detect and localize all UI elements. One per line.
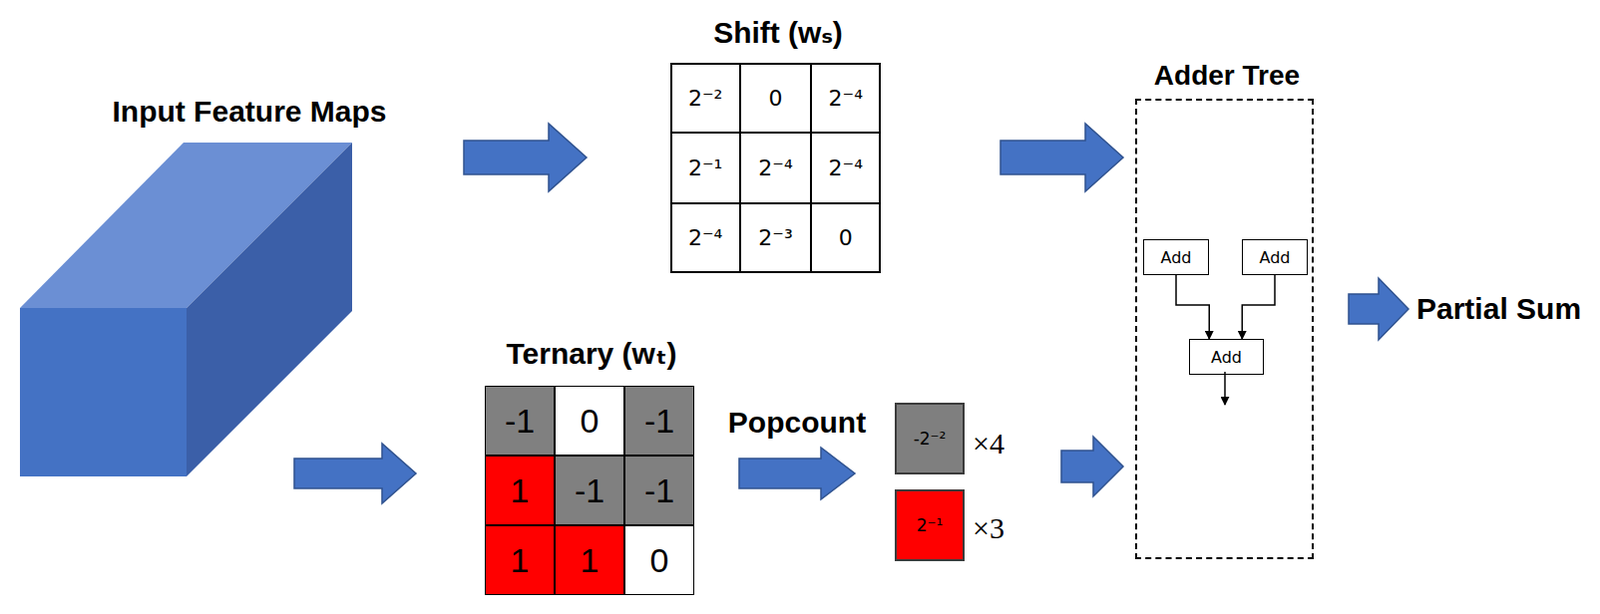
block-arrow xyxy=(463,123,587,192)
elbow-connector xyxy=(1241,275,1275,340)
shift-cell: 2⁻³ xyxy=(740,203,810,274)
shift-cell: 2⁻⁴ xyxy=(670,203,741,274)
adder-box: Add xyxy=(1143,239,1209,276)
shift-cell: 0 xyxy=(810,203,881,274)
elbow-connector xyxy=(1176,275,1209,340)
shift-cell: 0 xyxy=(740,62,810,133)
count-multiplier: ×3 xyxy=(972,508,1043,549)
block-arrow xyxy=(1061,436,1124,497)
output-block-arrow xyxy=(1348,278,1409,341)
popcount-negative-box: -2⁻² xyxy=(894,402,965,475)
block-arrow xyxy=(1000,123,1124,192)
cube-face xyxy=(19,308,187,477)
ternary-cell: -1 xyxy=(554,455,625,526)
ternary-cell: -1 xyxy=(484,386,555,456)
block-arrow xyxy=(294,443,416,504)
shift-cell: 2⁻¹ xyxy=(670,132,741,203)
shift-cell: 2⁻⁴ xyxy=(740,132,810,203)
cube-shape xyxy=(19,142,353,477)
shift-cell: 2⁻⁴ xyxy=(810,132,881,203)
node-heading: Input Feature Maps xyxy=(0,93,499,130)
ternary-cell: 0 xyxy=(624,525,695,596)
input-feature-cube: Input Feature Maps xyxy=(19,142,353,477)
ternary-cell: -1 xyxy=(624,455,695,526)
node-heading: Shift (wₛ) xyxy=(528,14,1028,51)
node-label: Add xyxy=(1190,340,1263,375)
block-arrow xyxy=(739,447,855,500)
node-label: -2⁻² xyxy=(896,404,963,473)
output-label: Partial Sum xyxy=(1416,289,1600,330)
node-heading: Adder Tree xyxy=(977,58,1477,93)
edge-label: Popcount xyxy=(647,404,947,441)
adder-output-arrow xyxy=(1223,372,1226,405)
node-heading: Ternary (wₜ) xyxy=(342,336,841,373)
adder-box: Add xyxy=(1189,339,1264,376)
ternary-cell: 1 xyxy=(484,455,555,526)
ternary-cell: 1 xyxy=(554,525,625,596)
shift-cell: 2⁻⁴ xyxy=(810,62,881,133)
ternary-cell: 1 xyxy=(484,525,555,596)
adder-tree-box: Adder TreeAddAddAdd xyxy=(1135,98,1314,560)
adder-box: Add xyxy=(1241,239,1308,276)
popcount-positive-box: 2⁻¹ xyxy=(894,489,965,562)
ternary-cell: 0 xyxy=(554,386,625,456)
shift-cell: 2⁻² xyxy=(670,62,741,133)
node-label: 2⁻¹ xyxy=(896,491,963,560)
node-label: Add xyxy=(1242,240,1307,275)
count-multiplier: ×4 xyxy=(972,423,1043,464)
node-label: Add xyxy=(1144,240,1208,275)
cube-face xyxy=(186,142,353,477)
ternary-cell: -1 xyxy=(624,386,695,456)
